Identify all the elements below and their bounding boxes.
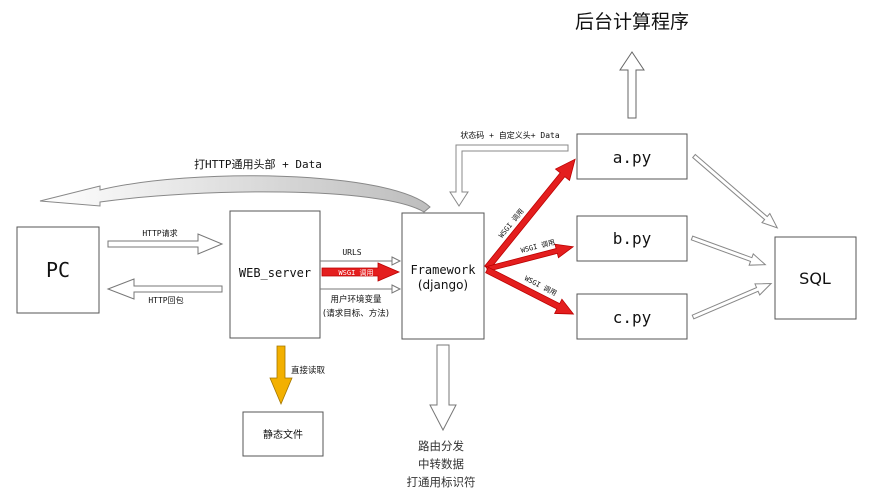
- framework-label: Framework: [410, 263, 476, 277]
- web-server-box: [229, 210, 321, 339]
- static-files-box: [242, 411, 324, 457]
- a-py-box: [576, 133, 688, 180]
- background-compute-title: 后台计算程序: [575, 11, 689, 33]
- b-to-sql-arrow: [690, 235, 767, 266]
- status-code-label: 状态码 + 自定义头+ Data: [460, 130, 560, 140]
- sql-box: [774, 236, 857, 320]
- framework-down-arrow: [429, 344, 457, 432]
- static-files-label: 静态文件: [263, 428, 303, 441]
- http-request-label: HTTP请求: [142, 228, 177, 238]
- up-arrow: [619, 51, 645, 119]
- c-to-sql-arrow: [691, 282, 773, 320]
- a-to-sql-arrow: [691, 153, 779, 229]
- response-top-label: 打HTTP通用头部 + Data: [194, 157, 322, 171]
- a-py-label: a.py: [613, 148, 652, 167]
- wsgi-call-label: WSGI 调用: [338, 268, 373, 277]
- http-response-arrow: [106, 278, 223, 300]
- env-vars-label-2: (请求目标、方法): [323, 308, 389, 319]
- framework-sublabel: (django): [418, 278, 468, 292]
- pc-label: PC: [46, 258, 70, 282]
- c-py-box: [576, 293, 688, 340]
- b-py-box: [576, 215, 688, 262]
- direct-read-label: 直接读取: [291, 365, 326, 376]
- urls-label: URLS: [342, 248, 361, 257]
- framework-box: [401, 212, 485, 340]
- env-vars-arrow-head: [391, 284, 402, 294]
- sql-label: SQL: [799, 269, 831, 288]
- b-py-label: b.py: [613, 229, 652, 248]
- pc-box: [16, 226, 100, 314]
- framework-role-1: 路由分发: [418, 439, 464, 453]
- c-py-label: c.py: [613, 308, 652, 327]
- http-response-label: HTTP回包: [148, 295, 183, 305]
- framework-role-3: 打通用标识符: [407, 475, 476, 489]
- env-vars-label-1: 用户环境变量: [330, 294, 382, 305]
- wsgi-call-arrow: [321, 262, 401, 282]
- response-curve-arrow: [39, 175, 431, 213]
- direct-read-arrow: [269, 345, 293, 406]
- framework-role-2: 中转数据: [418, 457, 464, 471]
- web-server-label: WEB_server: [239, 266, 311, 280]
- urls-arrow-head: [391, 256, 402, 266]
- status-code-arrow: [449, 144, 569, 207]
- wsgi-arrow-b: WSGI 调用: [485, 237, 575, 272]
- http-request-arrow: [107, 233, 224, 255]
